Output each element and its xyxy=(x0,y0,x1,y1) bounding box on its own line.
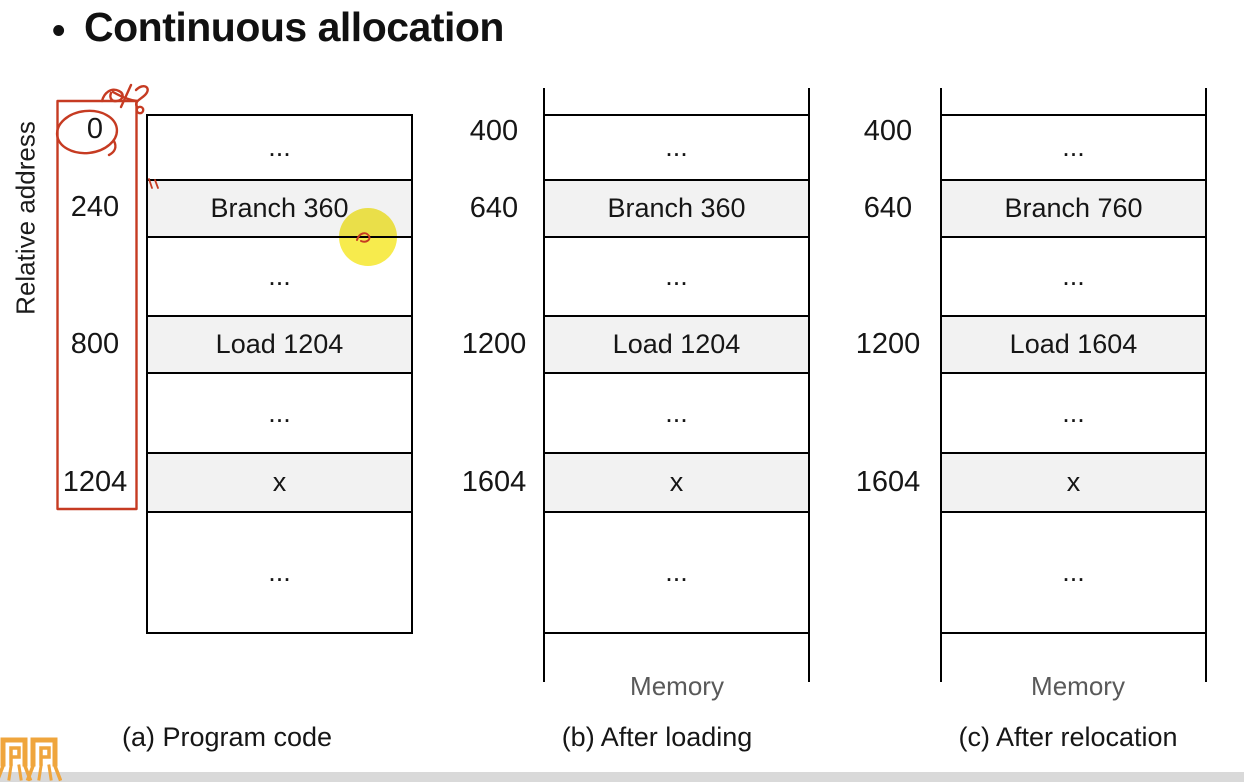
memory-wall-right-b xyxy=(808,88,810,682)
cell-a-dots-3: ... xyxy=(148,374,411,454)
cell-a-dots-4: ... xyxy=(268,557,291,587)
addr-a-1204: 1204 xyxy=(62,466,128,498)
cell-a-load: Load 1204 xyxy=(148,317,411,374)
page-title: Continuous allocation xyxy=(84,4,504,50)
memory-wall-left-b xyxy=(543,88,545,682)
diagram-c-box: ... Branch 760 ... Load 1604 ... x ... xyxy=(942,114,1205,634)
cell-a-x: x xyxy=(148,454,411,513)
memory-label-c: Memory xyxy=(1031,671,1125,701)
memory-wall-right-c xyxy=(1205,88,1207,682)
title-bullet: • xyxy=(52,10,66,52)
addr-c-400: 400 xyxy=(863,115,913,147)
addr-b-400: 400 xyxy=(469,115,519,147)
cell-b-x: x xyxy=(545,454,808,513)
cell-b-dots-4: ... xyxy=(665,557,688,587)
cell-b-branch: Branch 360 xyxy=(545,181,808,238)
addr-b-1200: 1200 xyxy=(461,328,527,360)
red-box-annotation xyxy=(56,99,138,511)
addr-b-640: 640 xyxy=(469,192,519,224)
cell-c-dots-3: ... xyxy=(942,374,1205,454)
addr-a-800: 800 xyxy=(70,328,120,360)
footer-bar xyxy=(0,772,1244,782)
caption-c: (c) After relocation xyxy=(958,722,1178,752)
addr-c-1604: 1604 xyxy=(855,466,921,498)
addr-c-640: 640 xyxy=(863,192,913,224)
cell-b-dots-1: ... xyxy=(545,116,808,181)
cell-b-dots-2: ... xyxy=(545,238,808,317)
yellow-highlight-dot xyxy=(339,208,397,266)
memory-label-b: Memory xyxy=(630,671,724,701)
cell-b-load: Load 1204 xyxy=(545,317,808,374)
cell-c-load: Load 1604 xyxy=(942,317,1205,374)
cell-c-branch: Branch 760 xyxy=(942,181,1205,238)
addr-c-1200: 1200 xyxy=(855,328,921,360)
diagram-a-box: ... Branch 360 ... Load 1204 ... x ... xyxy=(146,114,413,634)
caption-b: (b) After loading xyxy=(561,722,753,752)
cell-c-dots-4: ... xyxy=(1062,557,1085,587)
diagram-b-box: ... Branch 360 ... Load 1204 ... x ... xyxy=(545,114,808,634)
addr-b-1604: 1604 xyxy=(461,466,527,498)
cell-a-dots-1: ... xyxy=(148,116,411,181)
cell-c-x: x xyxy=(942,454,1205,513)
caption-a: (a) Program code xyxy=(121,722,333,752)
memory-wall-left-c xyxy=(940,88,942,682)
addr-a-240: 240 xyxy=(70,191,120,223)
cell-b-dots-3: ... xyxy=(545,374,808,454)
cell-c-dots-1: ... xyxy=(942,116,1205,181)
addr-a-0: 0 xyxy=(86,113,104,145)
cell-c-dots-2: ... xyxy=(942,238,1205,317)
cell-a-dots-2: ... xyxy=(148,238,411,317)
relative-address-label: Relative address xyxy=(10,121,41,315)
